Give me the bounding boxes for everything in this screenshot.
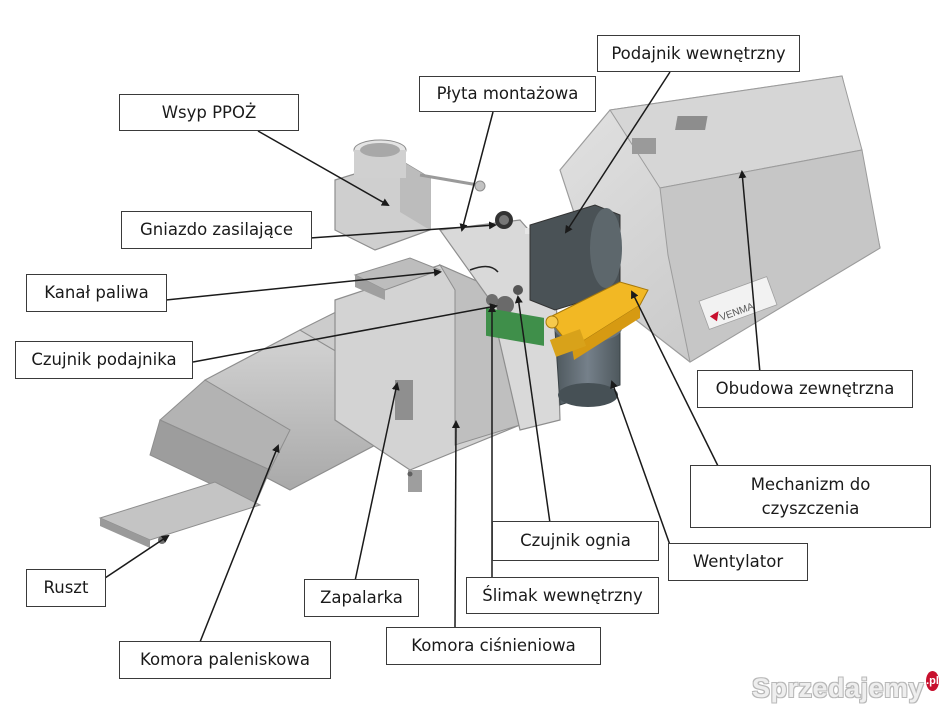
watermark-text: Sprzedajemy — [752, 672, 925, 703]
watermark-badge: .pl — [926, 671, 939, 691]
label-slimak-wewnetrzny: Ślimak wewnętrzny — [466, 577, 659, 614]
label-wsyp-ppoz: Wsyp PPOŻ — [119, 94, 299, 131]
label-czujnik-podajnika: Czujnik podajnika — [15, 341, 193, 379]
label-gniazdo-zasilajace: Gniazdo zasilające — [121, 211, 312, 249]
label-czujnik-ognia: Czujnik ognia — [492, 521, 659, 561]
label-mechanizm-line1: Mechanizm do — [750, 474, 871, 494]
label-zapalarka: Zapalarka — [304, 579, 419, 617]
label-mechanizm-czyszczenia: Mechanizm do czyszczenia — [690, 465, 931, 528]
label-kanal-paliwa: Kanał paliwa — [26, 274, 167, 312]
label-ruszt: Ruszt — [26, 569, 106, 607]
watermark: Sprzedajemy.pl — [752, 668, 939, 708]
label-obudowa-zewnetrzna: Obudowa zewnętrzna — [697, 370, 913, 408]
label-wentylator: Wentylator — [668, 543, 808, 581]
label-podajnik-wewnetrzny: Podajnik wewnętrzny — [597, 35, 800, 72]
label-plyta-montazowa: Płyta montażowa — [419, 76, 596, 112]
label-mechanizm-line2: czyszczenia — [761, 498, 860, 518]
label-komora-cisnieniowa: Komora ciśnieniowa — [386, 627, 601, 665]
label-komora-paleniskowa: Komora paleniskowa — [119, 641, 331, 679]
